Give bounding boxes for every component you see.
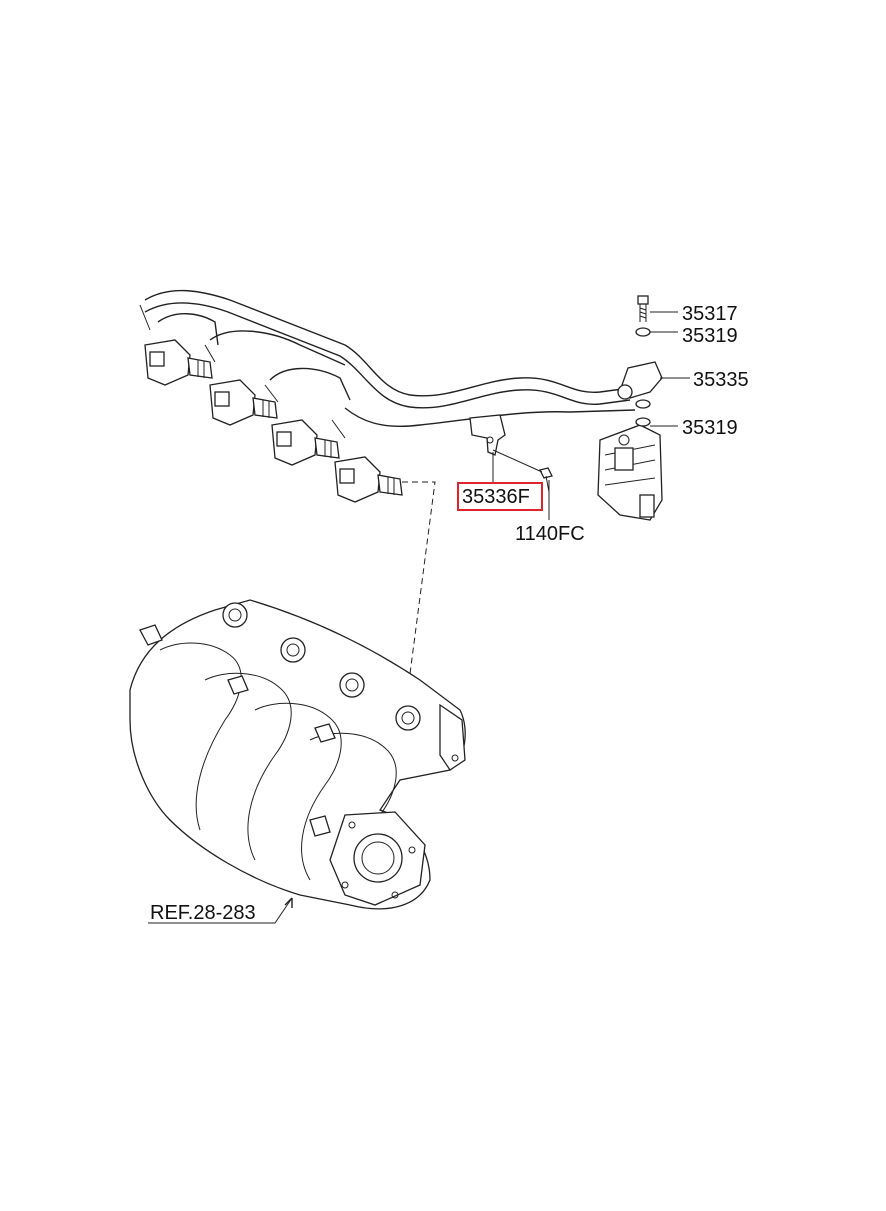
- callout-washer-top[interactable]: 35319: [682, 325, 738, 347]
- intake-manifold: [129, 599, 466, 910]
- clamp: [617, 361, 663, 400]
- callout-washer-bottom[interactable]: 35319: [682, 417, 738, 439]
- bracket-screw-link: [492, 449, 543, 473]
- injector-2: [209, 379, 278, 426]
- pressure-regulator: [597, 424, 663, 521]
- injector-1: [144, 339, 213, 386]
- callout-manifold-ref[interactable]: REF.28-283: [150, 902, 256, 924]
- washer-lower: [635, 417, 651, 427]
- bolt: [637, 295, 649, 322]
- callout-clamp[interactable]: 35335: [693, 369, 749, 391]
- callout-bolt[interactable]: 35317: [682, 303, 738, 325]
- assembly-line: [402, 481, 436, 713]
- leader-lines: [148, 311, 690, 924]
- callout-screw[interactable]: 1140FC: [515, 523, 585, 545]
- washer-bottom: [635, 399, 651, 409]
- bracket: [469, 414, 506, 456]
- washer-top: [635, 327, 651, 337]
- screw: [539, 467, 553, 493]
- highlight-box: [457, 482, 543, 511]
- callout-bracket[interactable]: 35336F: [462, 486, 530, 508]
- injector-3: [271, 419, 340, 466]
- injector-4: [334, 456, 403, 503]
- fuel-rail-pipes: [139, 289, 636, 439]
